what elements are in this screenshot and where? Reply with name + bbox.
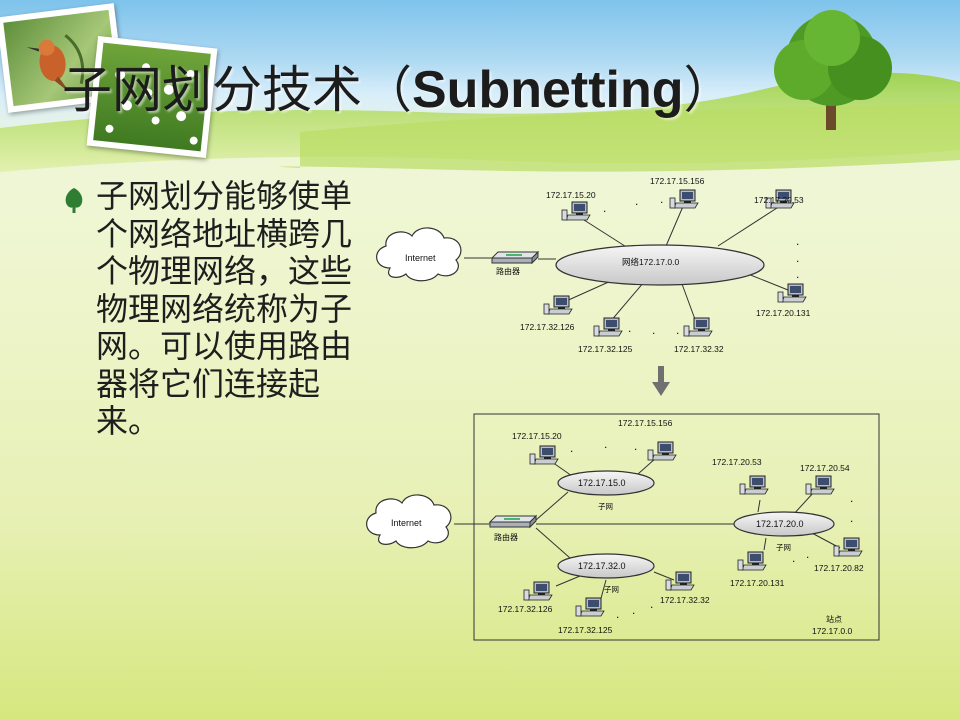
pc-icon bbox=[665, 571, 695, 591]
svg-text:.: . bbox=[603, 201, 606, 215]
svg-text:.: . bbox=[628, 321, 631, 335]
tree-bullet-icon bbox=[65, 188, 83, 213]
host-label: 172.17.20.82 bbox=[814, 563, 864, 573]
site-boundary bbox=[473, 413, 880, 641]
site-label: 站点 bbox=[826, 614, 842, 624]
subnet-20-label: 172.17.20.0 bbox=[756, 519, 804, 529]
pc-icon bbox=[575, 597, 605, 617]
svg-text:.: . bbox=[850, 491, 853, 505]
pc-icon bbox=[805, 475, 835, 495]
host-label: 172.17.15.156 bbox=[618, 418, 673, 428]
svg-text:.: . bbox=[570, 441, 573, 455]
bird-photo bbox=[0, 3, 126, 113]
bullet-text: 子网划分能够使单个网络地址横跨几个物理网络，这些物理网络统称为子网。可以使用路由… bbox=[96, 177, 353, 440]
daisy-field-photo bbox=[86, 36, 218, 158]
pc-icon bbox=[647, 441, 677, 461]
pc-icon bbox=[777, 283, 807, 303]
pc-icon bbox=[683, 317, 713, 337]
svg-text:.: . bbox=[792, 551, 795, 565]
subnet-word: 子网 bbox=[604, 585, 619, 594]
router-icon bbox=[491, 251, 539, 264]
pc-icon bbox=[833, 537, 863, 557]
pc-icon bbox=[737, 551, 767, 571]
svg-text:.: . bbox=[632, 603, 635, 617]
host-label: 172.17.32.125 bbox=[578, 344, 633, 354]
host-label: 172.17.32.32 bbox=[674, 344, 724, 354]
host-label: 172.17.20.131 bbox=[730, 578, 785, 588]
svg-text:.: . bbox=[604, 437, 607, 451]
internet-cloud-icon: Internet bbox=[366, 494, 452, 549]
internet-cloud-icon: Internet bbox=[376, 227, 462, 282]
host-label: 172.17.20.54 bbox=[800, 463, 850, 473]
pc-icon bbox=[529, 445, 559, 465]
svg-text:.: . bbox=[650, 597, 653, 611]
subnet-32-label: 172.17.32.0 bbox=[578, 561, 626, 571]
host-label: 172.17.20.53 bbox=[712, 457, 762, 467]
subnet-15-ellipse bbox=[557, 470, 655, 496]
ellipsis-dots: ... .. .. ... bbox=[570, 437, 853, 621]
svg-text:.: . bbox=[676, 323, 679, 337]
grass-background bbox=[0, 72, 960, 172]
tree-icon bbox=[774, 10, 892, 130]
subnetting-diagram: Internet 路由器 网络172.17.0.0 172.17.15.20 bbox=[366, 176, 880, 641]
title-chinese: 子网划分技术（ bbox=[62, 61, 412, 119]
pc-icon bbox=[593, 317, 623, 337]
host-label: 172.17.20.131 bbox=[756, 308, 811, 318]
svg-text:.: . bbox=[652, 323, 655, 337]
pc-icon bbox=[543, 295, 573, 315]
svg-text:.: . bbox=[635, 194, 638, 208]
pc-icon bbox=[669, 189, 699, 209]
svg-text:.: . bbox=[850, 511, 853, 525]
bird-icon bbox=[26, 34, 85, 94]
network-ellipse bbox=[555, 244, 765, 286]
svg-text:.: . bbox=[806, 547, 809, 561]
subnet-word: 子网 bbox=[776, 543, 791, 552]
svg-text:.: . bbox=[796, 267, 799, 281]
subnet-15-label: 172.17.15.0 bbox=[578, 478, 626, 488]
slide-title: 子网划分技术（Subnetting） bbox=[62, 58, 942, 122]
host-label: 172.17.20.53 bbox=[754, 195, 804, 205]
pc-icon bbox=[561, 201, 591, 221]
router-label: 路由器 bbox=[494, 532, 518, 542]
svg-text:.: . bbox=[634, 439, 637, 453]
host-label: 172.17.32.126 bbox=[520, 322, 575, 332]
pc-icon bbox=[523, 581, 553, 601]
svg-text:.: . bbox=[660, 192, 663, 206]
host-label: 172.17.15.20 bbox=[546, 190, 596, 200]
host-label: 172.17.32.32 bbox=[660, 595, 710, 605]
ellipsis-dots: ... ... ... bbox=[603, 192, 799, 337]
flowers-icon bbox=[105, 63, 198, 145]
subnet-word: 子网 bbox=[598, 502, 613, 511]
router-icon bbox=[489, 515, 537, 528]
host-label: 172.17.15.20 bbox=[512, 431, 562, 441]
router-label: 路由器 bbox=[496, 266, 520, 276]
svg-text:.: . bbox=[616, 607, 619, 621]
svg-text:.: . bbox=[796, 234, 799, 248]
host-label: 172.17.32.126 bbox=[498, 604, 553, 614]
network-label: 网络172.17.0.0 bbox=[622, 257, 679, 267]
top-diagram: Internet 路由器 网络172.17.0.0 172.17.15.20 bbox=[376, 176, 811, 354]
title-close-paren: ） bbox=[683, 61, 734, 119]
subnet-32-ellipse bbox=[557, 553, 655, 579]
down-arrow-icon bbox=[652, 366, 670, 396]
internet-label: Internet bbox=[391, 518, 422, 528]
site-address: 172.17.0.0 bbox=[812, 626, 852, 636]
title-english: Subnetting bbox=[412, 61, 684, 119]
host-label: 172.17.32.125 bbox=[558, 625, 613, 635]
host-label: 172.17.15.156 bbox=[650, 176, 705, 186]
subnet-20-ellipse bbox=[733, 511, 835, 537]
svg-text:.: . bbox=[796, 251, 799, 265]
bottom-diagram: Internet 路由器 bbox=[366, 413, 880, 641]
internet-label: Internet bbox=[405, 253, 436, 263]
pc-icon bbox=[739, 475, 769, 495]
